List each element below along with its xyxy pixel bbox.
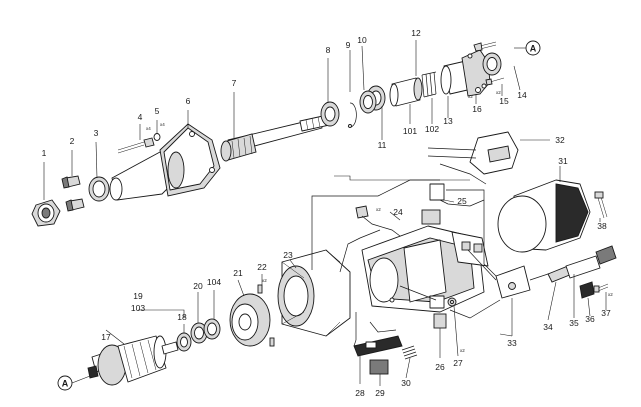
part-29-brush (369, 359, 389, 375)
qty-part-27: x2 (460, 348, 465, 353)
wiring-lines (311, 175, 501, 347)
label-part-34: 34 (543, 322, 553, 332)
label-part-24: 24 (393, 207, 403, 217)
connector-a-bottom: A (57, 375, 91, 391)
part-21-baffle (229, 293, 271, 347)
qty-part-16: x2 (468, 94, 473, 99)
label-part-102: 102 (425, 124, 439, 134)
part-27-screw (447, 297, 457, 307)
qty-part-22: x2 (262, 278, 267, 283)
label-part-3: 3 (94, 128, 99, 138)
part-17-armature (87, 335, 179, 386)
connector-a-top: A (514, 40, 541, 56)
part-36-clamp (579, 281, 595, 299)
qty-part-4: x4 (146, 126, 151, 131)
part-16-washer (475, 87, 481, 93)
part-8-bearing (320, 101, 340, 127)
label-part-7: 7 (232, 78, 237, 88)
part-24-brush-lead (355, 205, 401, 237)
part-6-flange-housing (109, 123, 221, 201)
label-part-31: 31 (558, 156, 568, 166)
part-20-ring (190, 322, 208, 344)
label-part-38: 38 (597, 221, 607, 231)
label-part-26: 26 (435, 362, 445, 372)
label-part-8: 8 (326, 45, 331, 55)
part-number-labels: 1 2 3 4 5 6 7 8 9 10 11 12 13 14 15 16 1… (42, 28, 611, 398)
qty-part-15: x2 (496, 90, 501, 95)
label-part-13: 13 (443, 116, 453, 126)
part-32-cable-bundle (427, 131, 519, 185)
label-part-18: 18 (177, 312, 187, 322)
label-part-20: 20 (193, 281, 203, 291)
label-part-32: 32 (555, 135, 565, 145)
connector-a-bottom-label: A (62, 379, 69, 389)
label-part-101: 101 (403, 126, 417, 136)
part-22-pins (257, 284, 275, 347)
part-13-housing (440, 49, 491, 97)
label-part-9: 9 (346, 40, 351, 50)
label-part-22: 22 (257, 262, 267, 272)
label-part-27: 27 (453, 358, 463, 368)
part-28-brush-plate (353, 321, 403, 357)
label-part-5: 5 (155, 106, 160, 116)
quantity-marks: x4 x4 x2 x2 x2 x2 x2 x2 (146, 90, 613, 353)
label-part-33: 33 (507, 338, 517, 348)
part-37-screws (593, 283, 609, 293)
label-part-11: 11 (378, 140, 387, 150)
part-101-sleeve (389, 77, 423, 107)
motor-housing (361, 225, 489, 313)
label-part-6: 6 (186, 96, 191, 106)
part-18-bearing (176, 332, 192, 352)
label-part-36: 36 (585, 314, 595, 324)
part-33-switch (495, 265, 531, 299)
part-14-bearing (482, 52, 502, 76)
part-35-cable-sleeve (565, 245, 617, 279)
connector-a-label: A (530, 44, 537, 54)
label-part-16: 16 (472, 104, 482, 114)
part-2-screws (61, 175, 85, 212)
part-104-ring (203, 318, 221, 340)
label-part-30: 30 (401, 378, 411, 388)
part-10-bearing (359, 85, 386, 114)
part-102-spring (421, 71, 437, 98)
part-4-screw (117, 137, 155, 154)
leader-lines (43, 40, 607, 386)
label-part-29: 29 (375, 388, 385, 398)
qty-part-37: x2 (608, 292, 613, 297)
qty-part-24: x2 (376, 207, 381, 212)
label-part-14: 14 (517, 90, 527, 100)
part-23-stator (277, 249, 351, 337)
qty-part-5: x4 (160, 122, 165, 127)
part-31-rear-cover (497, 179, 591, 253)
part-25-terminal (421, 183, 485, 225)
label-part-35: 35 (569, 318, 579, 328)
label-part-15: 15 (499, 96, 509, 106)
part-1-nut (31, 199, 61, 227)
label-part-17: 17 (101, 332, 111, 342)
label-part-10: 10 (357, 35, 367, 45)
label-part-4: 4 (138, 112, 143, 122)
part-5-washer (153, 133, 161, 141)
label-part-2: 2 (70, 136, 75, 146)
part-7-spindle (220, 113, 335, 162)
label-part-103: 103 (131, 303, 145, 313)
part-38-screw (594, 191, 608, 219)
label-part-104: 104 (207, 277, 221, 287)
part-30-spring (401, 345, 418, 360)
part-9-circlip (347, 102, 357, 128)
label-part-23: 23 (283, 250, 293, 260)
label-part-25: 25 (457, 196, 467, 206)
label-part-19: 19 (133, 291, 143, 301)
label-part-12: 12 (411, 28, 421, 38)
label-part-28: 28 (355, 388, 365, 398)
label-part-21: 21 (233, 268, 243, 278)
label-part-1: 1 (42, 148, 47, 158)
part-15-screw (473, 41, 505, 86)
part-3-ring (88, 176, 110, 202)
label-part-37: 37 (601, 308, 611, 318)
